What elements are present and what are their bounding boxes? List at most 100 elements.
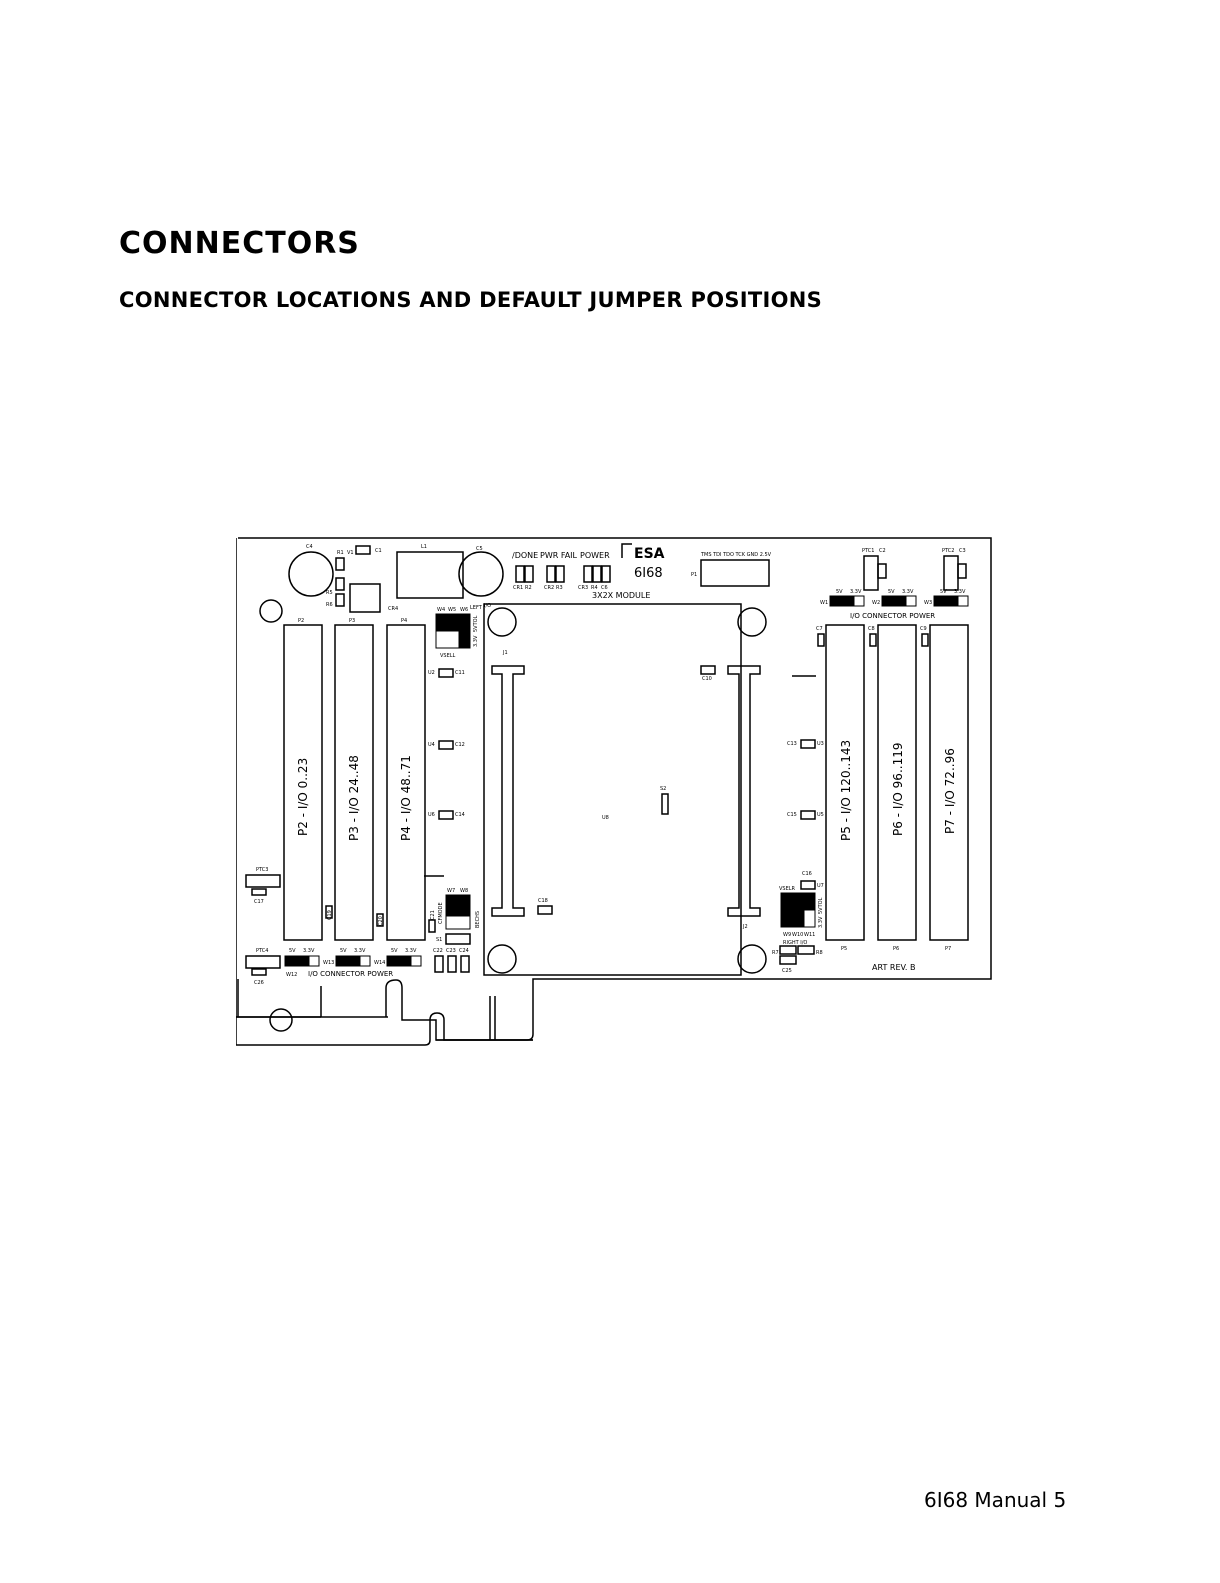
- ref-label-cr4: CR4: [388, 606, 398, 612]
- ref-label-r2: R2: [525, 585, 532, 591]
- ref-label-r6: R6: [326, 602, 333, 608]
- inductor-l1: [396, 551, 464, 599]
- ref-label-u6: U6: [428, 812, 435, 818]
- ref-label-right: RIGHT I/O: [783, 940, 807, 946]
- ref-label-c15: C15: [787, 812, 797, 818]
- ref-label-vsel: VSELL: [440, 653, 456, 659]
- ref-label-v5: 5V: [888, 589, 895, 595]
- ref-label-w1: W1: [820, 600, 828, 606]
- ref-label-v5: 5VTOL: [473, 615, 479, 632]
- ref-label-u5: U5: [817, 812, 824, 818]
- ref-label-r5: R5: [326, 590, 333, 596]
- connector-p7: [929, 624, 969, 941]
- connector-p2: [283, 624, 323, 941]
- ref-label-c19: C19: [327, 910, 333, 920]
- label-p6: P6 - I/O 96..119: [891, 743, 905, 836]
- ref-label-l1: L1: [421, 544, 427, 550]
- ref-label-p5: P5: [841, 946, 847, 952]
- ref-label-ptc3: PTC3: [256, 867, 268, 873]
- ref-label-v33: 3.3V: [405, 948, 417, 954]
- ref-label-p4: P4: [401, 618, 407, 624]
- board-outline-drawing: ESA 6I68 3X2X MODULE ART REV. B /DONE PW…: [236, 537, 992, 1046]
- label-p2: P2 - I/O 0..23: [296, 758, 310, 836]
- ref-label-u3: U3: [817, 741, 824, 747]
- ref-label-v5: 5VTOL: [818, 897, 824, 914]
- module-outline: [483, 603, 742, 976]
- ref-label-v5: 5V: [940, 589, 947, 595]
- ref-label-p7: P7: [945, 946, 951, 952]
- logo-text: ESA: [634, 546, 665, 562]
- ref-label-w11: W11: [804, 932, 815, 938]
- ref-label-p3: P3: [349, 618, 355, 624]
- ref-label-c1: C1: [375, 548, 382, 554]
- ref-label-c16: C16: [802, 871, 812, 877]
- connector-p5: [825, 624, 865, 941]
- ref-label-r3: R3: [556, 585, 563, 591]
- ref-label-w8: W8: [460, 888, 468, 894]
- ref-label-w14: W14: [374, 960, 385, 966]
- label-p7: P7 - I/O 72..96: [943, 748, 957, 834]
- ref-label-c17: C17: [254, 899, 264, 905]
- ref-label-c21: C21: [430, 910, 436, 920]
- ref-label-w6: W6: [460, 607, 468, 613]
- ref-label-v33: 3.3V: [902, 589, 914, 595]
- ref-label-power: POWER: [580, 551, 610, 560]
- page-subheading: CONNECTOR LOCATIONS AND DEFAULT JUMPER P…: [119, 288, 823, 312]
- ref-label-ptc2: PTC2: [942, 548, 954, 554]
- ref-label-p6: P6: [893, 946, 899, 952]
- ref-label-v33: 3.3V: [473, 635, 479, 647]
- cap-c4: [288, 551, 334, 597]
- ref-label-w9: W9: [783, 932, 791, 938]
- connector-p6: [877, 624, 917, 941]
- ref-label-c6: C6: [601, 585, 608, 591]
- connector-j1: [491, 665, 525, 917]
- ref-label-w2: W2: [872, 600, 880, 606]
- ref-label-v1: V1: [347, 550, 354, 556]
- board-name: 6I68: [634, 566, 663, 581]
- ref-label-v33: 3.3V: [354, 948, 366, 954]
- ref-label-c13: C13: [787, 741, 797, 747]
- io-power-label-top: I/O CONNECTOR POWER: [850, 612, 935, 620]
- ref-label-p2: P2: [298, 618, 304, 624]
- ref-label-cr2: CR2: [544, 585, 554, 591]
- ref-label-cr1: CR1: [513, 585, 523, 591]
- connector-p4: [386, 624, 426, 941]
- ref-label-j1: J1: [502, 650, 508, 656]
- ref-label-v33: 3.3V: [303, 948, 315, 954]
- io-power-label-bottom: I/O CONNECTOR POWER: [308, 970, 393, 978]
- ref-label-v5: 5V: [836, 589, 843, 595]
- ref-label-c9: C9: [920, 626, 927, 632]
- ref-label-c4: C4: [306, 544, 313, 550]
- ref-label-w4: W4: [437, 607, 445, 613]
- board-diagram: ESA 6I68 3X2X MODULE ART REV. B /DONE PW…: [236, 536, 996, 1048]
- ref-label-c7: C7: [816, 626, 823, 632]
- module-label: 3X2X MODULE: [592, 591, 650, 600]
- connector-j2: [727, 665, 761, 917]
- ref-label-r4: R4: [591, 585, 598, 591]
- ref-label-c12: C12: [455, 742, 465, 748]
- ref-label-c18: C18: [538, 898, 548, 904]
- ref-label-ptc4: PTC4: [256, 948, 268, 954]
- mesa-logo: [621, 543, 632, 558]
- ref-label-w13: W13: [323, 960, 334, 966]
- ref-label-w7: W7: [447, 888, 455, 894]
- label-p4: P4 - I/O 48..71: [399, 755, 413, 841]
- mount-hole-tl: [259, 599, 283, 623]
- mount-hole-bl: [269, 1008, 293, 1032]
- ref-label-r1: R1: [337, 550, 344, 556]
- page-footer: 6I68 Manual 5: [924, 1488, 1067, 1512]
- ref-label-j2: J2: [742, 924, 748, 930]
- ref-label-c20: C20: [378, 916, 384, 926]
- ref-label-done: /DONE: [512, 551, 538, 560]
- cap-c5: [458, 551, 504, 597]
- ref-label-u7: U7: [817, 883, 824, 889]
- art-rev: ART REV. B: [872, 963, 916, 972]
- ref-label-ptc1: PTC1: [862, 548, 874, 554]
- ref-label-c26: C26: [254, 980, 264, 986]
- ref-label-s2: S2: [660, 786, 666, 792]
- ref-label-c2: C2: [879, 548, 886, 554]
- jtag-label: TMS TDI TDO TCK GND 2.5V: [700, 552, 772, 558]
- ref-label-cr3: CR3: [578, 585, 588, 591]
- ref-label-u4: U4: [428, 742, 435, 748]
- ref-label-bechs: BECHS: [475, 911, 481, 928]
